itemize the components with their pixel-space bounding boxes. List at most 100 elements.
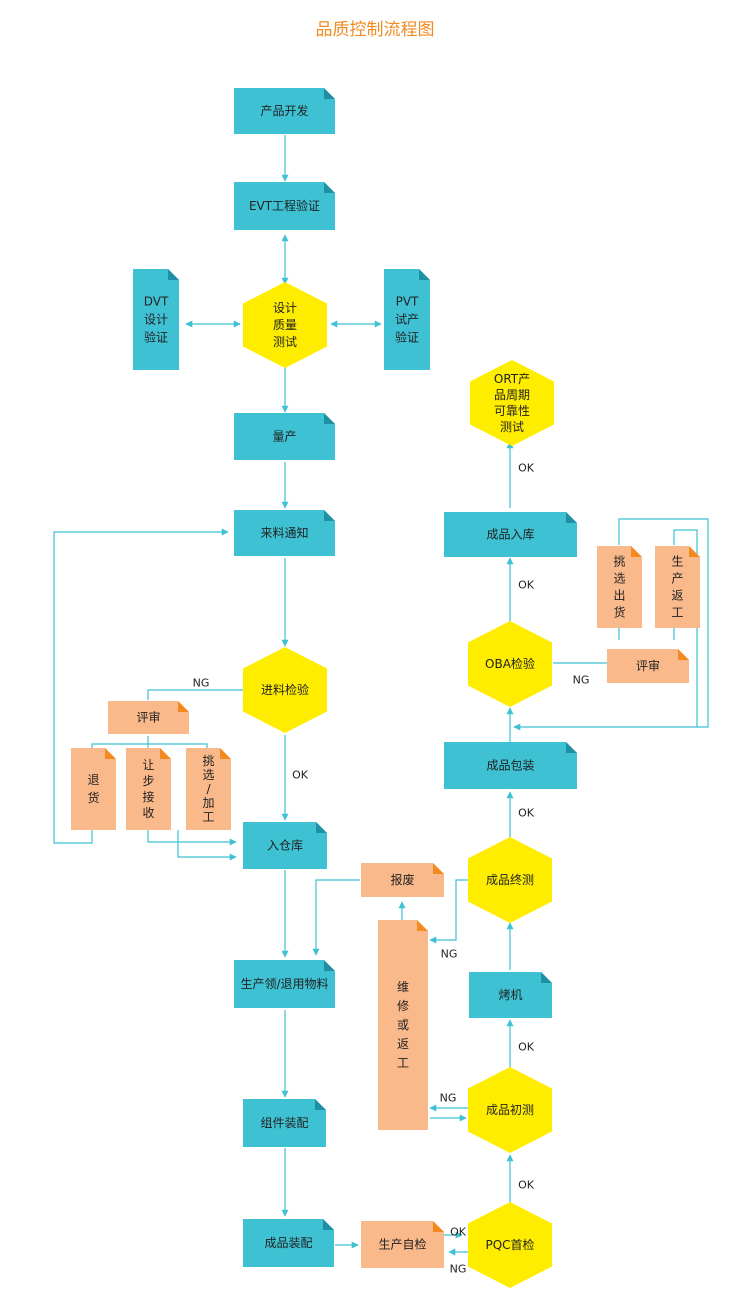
material-notice-label-0: 来料通知 <box>260 526 308 540</box>
node-burn-in: 烤机 <box>469 972 552 1018</box>
decision-shape <box>243 647 327 733</box>
node-fold <box>105 748 116 759</box>
node-material-notice: 来料通知 <box>234 510 335 556</box>
connector <box>177 830 237 861</box>
node-fold <box>178 701 189 712</box>
node-fold <box>324 510 335 521</box>
decision-oba: OBA检验 <box>468 621 552 707</box>
concession-label-0: 让 <box>142 758 154 772</box>
node-shape <box>186 748 231 830</box>
flow-nodes: 产品开发EVT工程验证设计质量测试DVT设计验证PVT试产验证量产来料通知进料检… <box>71 88 700 1288</box>
dvt-label-1: 设计 <box>144 313 168 327</box>
decision-incoming-inspection: 进料检验 <box>243 647 327 733</box>
node-shape <box>361 1221 444 1268</box>
node-self-check: 生产自检 <box>361 1221 444 1268</box>
warehouse-in-label-0: 入仓库 <box>267 838 303 853</box>
node-fold <box>541 972 552 983</box>
rework-label-3: 工 <box>671 606 683 620</box>
node-fold <box>324 960 335 971</box>
connector <box>91 736 149 748</box>
node-shape <box>234 182 335 230</box>
evt-label-0: EVT工程验证 <box>249 198 320 213</box>
dvt-label-2: 验证 <box>144 330 168 345</box>
node-sort-process: 挑选/加工 <box>186 748 231 830</box>
node-fold <box>417 920 428 931</box>
node-shape <box>469 972 552 1018</box>
node-mass-prod: 量产 <box>234 413 335 460</box>
review-left-label-0: 评审 <box>136 710 160 725</box>
edge-label-ok-pqc: OK <box>518 1179 535 1192</box>
pvt-label-1: 试产 <box>395 312 419 327</box>
edge-label-ng-oba: NG <box>573 674 590 687</box>
node-fold <box>433 863 444 874</box>
connector <box>513 518 709 731</box>
connector <box>673 529 698 727</box>
material-issue-label-0: 生产领/退用物料 <box>240 977 328 991</box>
sort-ship-label-2: 出 <box>613 589 625 603</box>
node-fold <box>678 649 689 660</box>
node-warehouse-in: 入仓库 <box>243 822 327 869</box>
scrap-label-0: 报废 <box>390 872 414 887</box>
node-fold <box>323 1219 334 1230</box>
edge-label-ok-pqc-self: OK <box>450 1226 467 1239</box>
node-shape <box>243 822 327 869</box>
design-test-label-1: 质量 <box>273 318 297 332</box>
decision-shape <box>243 282 327 368</box>
node-shape <box>378 920 428 1130</box>
repair-label-1: 修 <box>397 998 409 1013</box>
concession-label-3: 收 <box>142 806 154 820</box>
node-shape <box>234 510 335 556</box>
fg-warehouse-label-0: 成品入库 <box>486 527 534 542</box>
edge-label-ok-fg: OK <box>518 462 535 475</box>
concession-label-2: 接 <box>142 789 154 804</box>
edge-label-ng-pqc-self: NG <box>450 1263 467 1276</box>
node-shape <box>243 1099 326 1147</box>
node-fold <box>160 748 171 759</box>
node-fold <box>631 546 642 557</box>
edge-label-ok-oba: OK <box>518 579 535 592</box>
node-shape <box>133 269 179 370</box>
node-scrap: 报废 <box>361 863 444 897</box>
node-fold <box>689 546 700 557</box>
edge-label-ng-final: NG <box>441 948 458 961</box>
sort-process-label-1: 选 <box>202 768 214 782</box>
oba-label-0: OBA检验 <box>485 656 535 671</box>
node-product-dev: 产品开发 <box>234 88 335 134</box>
node-fold <box>419 269 430 280</box>
edge-label-ok-initial: OK <box>518 1041 535 1054</box>
node-fold <box>316 822 327 833</box>
node-shape <box>655 546 700 628</box>
ort-label-2: 可靠性 <box>494 404 530 418</box>
connector <box>53 528 229 844</box>
node-fold <box>566 512 577 523</box>
decision-initial-test: 成品初测 <box>468 1067 552 1153</box>
connector <box>312 879 360 956</box>
node-shape <box>444 742 577 789</box>
node-fold <box>433 1221 444 1232</box>
ort-label-3: 测试 <box>500 419 524 434</box>
pvt-label-2: 验证 <box>395 330 419 345</box>
connector <box>148 743 208 748</box>
burn-in-label-0: 烤机 <box>498 987 522 1002</box>
repair-label-0: 维 <box>397 980 409 994</box>
ort-label-1: 品周期 <box>494 388 530 402</box>
connector <box>429 879 470 944</box>
node-fold <box>566 742 577 753</box>
decision-pqc: PQC首检 <box>468 1202 552 1288</box>
connector <box>147 830 237 846</box>
rework-label-0: 生 <box>671 555 683 569</box>
decision-shape <box>468 837 552 923</box>
sort-ship-label-3: 货 <box>613 605 625 620</box>
edge-label-ng-incoming: NG <box>193 677 210 690</box>
node-component-assembly: 组件装配 <box>243 1099 326 1147</box>
edge-label-ok-final: OK <box>518 807 535 820</box>
repair-label-4: 工 <box>397 1056 409 1070</box>
product-assembly-label-0: 成品装配 <box>264 1236 312 1250</box>
node-fold <box>324 182 335 193</box>
node-review-left: 评审 <box>108 701 189 734</box>
